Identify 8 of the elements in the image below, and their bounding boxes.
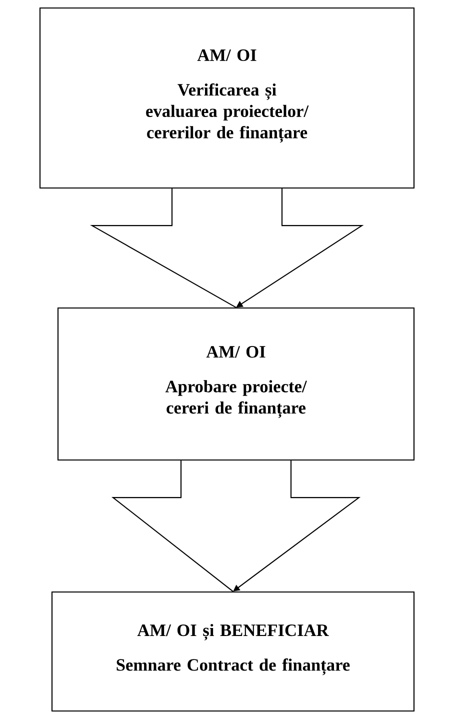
block-arrow [90, 188, 364, 308]
box-text: AM/ OI Verificarea și evaluarea proiectelor/ cererilor de finanțare [146, 49, 309, 143]
block-arrow [111, 460, 361, 592]
process-box [57, 307, 415, 461]
process-box [39, 7, 415, 189]
box-text: AM/ OI și BENEFICIAR Semnare Contract de finanțare [116, 624, 350, 676]
process-box [51, 591, 415, 712]
box-text: AM/ OI Aprobare proiecte/ cereri de finanțare [165, 346, 307, 418]
